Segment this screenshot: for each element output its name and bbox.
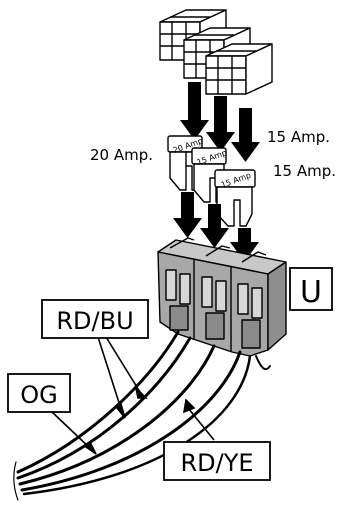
wire-4 [20, 350, 242, 492]
label-rd-ye: RD/YE [163, 441, 271, 481]
fuse-2-label: 15 Amp. [267, 128, 330, 146]
wire-label-rd-bu: RD/BU [56, 307, 133, 335]
label-rd-bu: RD/BU [41, 299, 149, 339]
fuse-covers [159, 9, 273, 95]
arrow-down-icon [206, 96, 235, 152]
arrow-down-icon [173, 192, 202, 238]
arrows-upper [180, 82, 260, 162]
arrow-down-icon [180, 82, 209, 140]
wire-1 [16, 330, 180, 474]
arrow-down-icon [231, 108, 260, 162]
fuse-3 [214, 169, 256, 227]
wire-3 [18, 344, 216, 486]
connector-block [157, 237, 287, 357]
fuse-3-label: 15 Amp. [273, 162, 336, 180]
connector-label: U [300, 275, 322, 310]
leader-lines [51, 336, 215, 455]
wire-label-og: OG [20, 381, 58, 409]
arrow-down-icon [200, 204, 229, 248]
fuse-cover-3 [205, 43, 273, 95]
label-og: OG [7, 373, 71, 413]
label-u: U [289, 267, 333, 311]
arrow-down-icon [230, 228, 259, 262]
fuse-1-label: 20 Amp. [90, 146, 153, 164]
wire-label-rd-ye: RD/YE [180, 449, 253, 477]
arrows-lower [173, 192, 259, 262]
blade-fuses [167, 135, 256, 227]
